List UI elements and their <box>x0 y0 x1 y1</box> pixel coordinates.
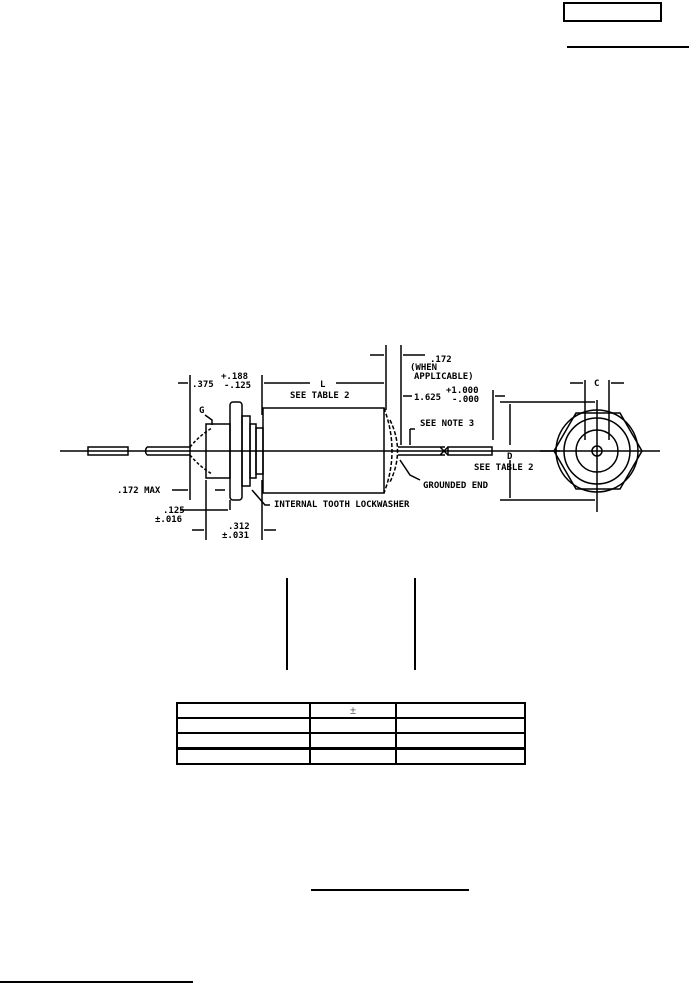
dim-375-tol-minus: -.125 <box>224 381 251 391</box>
label-g: G <box>199 406 204 416</box>
see-table-2-length: SEE TABLE 2 <box>290 391 350 401</box>
divider-right <box>414 578 416 670</box>
dim-125-tol: ±.016 <box>155 515 182 525</box>
right-lead <box>447 446 493 456</box>
footnote-rule <box>0 981 193 983</box>
table-cell <box>395 702 526 719</box>
table-cell <box>395 717 526 734</box>
note-applicable: APPLICABLE) <box>414 372 474 382</box>
table-cell <box>176 717 311 734</box>
capacitor-body <box>262 407 385 494</box>
dimension-table: ± <box>176 702 526 765</box>
table-cell <box>309 717 397 734</box>
label-c: C <box>594 379 599 389</box>
see-table-2-diameter: SEE TABLE 2 <box>474 463 534 473</box>
table-row <box>176 747 526 765</box>
table-cell <box>309 732 397 750</box>
table-cell <box>309 747 397 765</box>
table-row <box>176 717 526 734</box>
technical-drawing: .172 (WHEN APPLICABLE) .375 +.188 -.125 … <box>60 345 660 541</box>
grounded-end-label: GROUNDED END <box>423 481 489 491</box>
table-cell <box>176 747 311 765</box>
dim-1625: 1.625 <box>414 393 441 403</box>
dim-375-tol-plus: +.188 <box>221 372 248 382</box>
table-cell <box>395 747 526 765</box>
header-rule <box>567 46 689 48</box>
table-cell <box>176 702 311 719</box>
dim-125: .125 <box>163 506 185 516</box>
dim-172: .172 <box>430 355 452 365</box>
dim-375: .375 <box>192 380 214 390</box>
section-rule <box>311 889 469 891</box>
dim-1625-tol-plus: +1.000 <box>446 386 479 396</box>
table-cell <box>395 732 526 750</box>
label-l: L <box>320 380 326 390</box>
table-row <box>176 732 526 750</box>
table-cell: ± <box>309 702 397 719</box>
lockwasher-label: INTERNAL TOOTH LOCKWASHER <box>274 500 410 510</box>
label-d: D <box>507 452 513 462</box>
table-cell <box>176 732 311 750</box>
table-row: ± <box>176 702 526 719</box>
dim-312: .312 <box>228 522 250 532</box>
dim-312-tol: ±.031 <box>222 531 249 541</box>
dim-172-max: .172 MAX <box>117 486 161 496</box>
see-note-3: SEE NOTE 3 <box>420 419 474 429</box>
hex-end-view <box>553 412 643 490</box>
note-when: (WHEN <box>410 363 437 373</box>
left-lead <box>87 446 129 456</box>
dim-1625-tol-minus: -.000 <box>452 395 479 405</box>
divider-left <box>286 578 288 670</box>
header-box <box>563 2 662 22</box>
